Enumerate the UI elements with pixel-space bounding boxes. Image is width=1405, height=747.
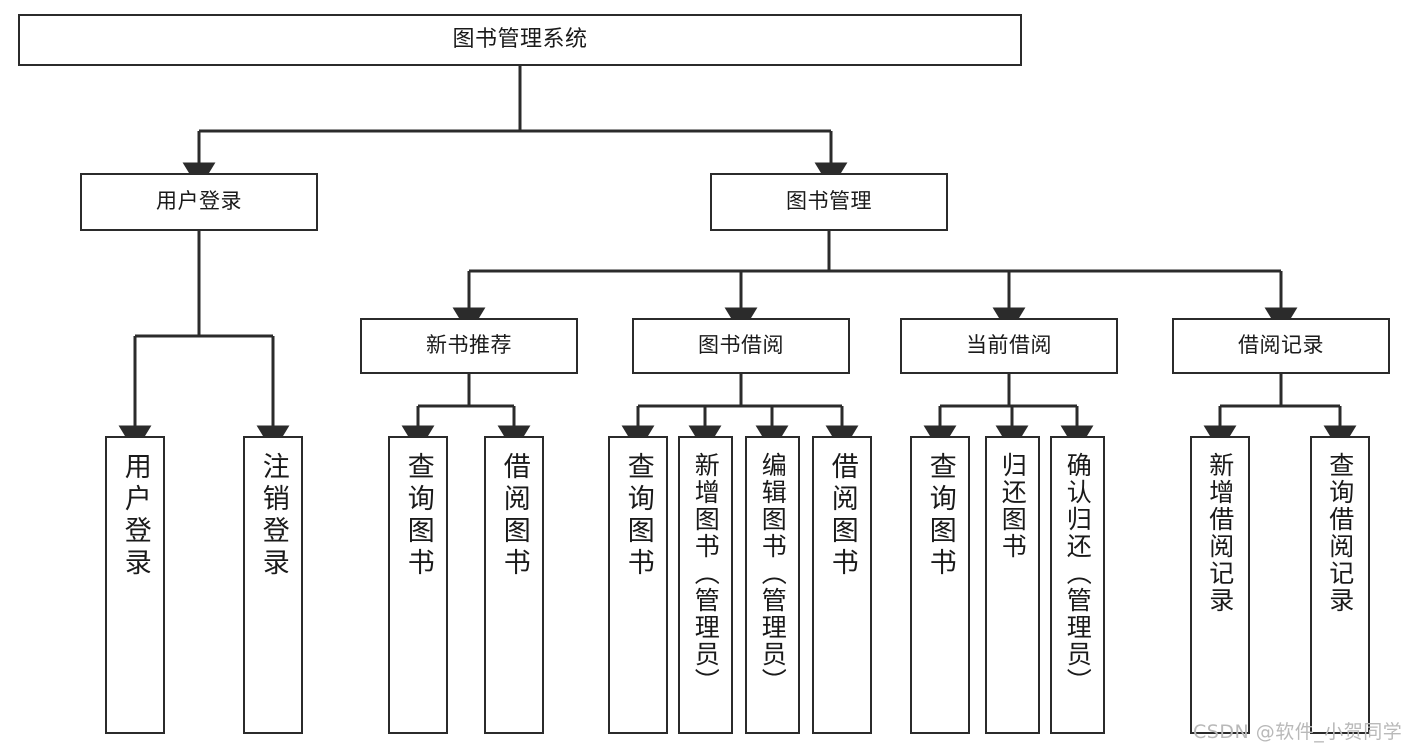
csdn-watermark: CSDN @软件_小贺同学 bbox=[1193, 721, 1403, 743]
leaf-query-borrow-record-label: 查询借阅记录 bbox=[1325, 452, 1355, 614]
leaf-query-borrow-record[interactable]: 查询借阅记录 bbox=[1310, 436, 1370, 734]
leaf-add-book-admin[interactable]: 新增图书（管理员） bbox=[678, 436, 733, 734]
leaf-user-logout-label: 注销登录 bbox=[257, 452, 289, 580]
leaf-user-login[interactable]: 用户登录 bbox=[105, 436, 165, 734]
node-current-borrow-label: 当前借阅 bbox=[966, 333, 1052, 358]
leaf-confirm-return-admin[interactable]: 确认归还（管理员） bbox=[1050, 436, 1105, 734]
node-new-book-recommend-label: 新书推荐 bbox=[426, 333, 512, 358]
node-book-borrow-label: 图书借阅 bbox=[698, 333, 784, 358]
node-current-borrow[interactable]: 当前借阅 bbox=[900, 318, 1118, 374]
leaf-user-login-label: 用户登录 bbox=[119, 452, 151, 580]
leaf-add-book-admin-label: 新增图书（管理员） bbox=[691, 452, 721, 695]
node-new-book-recommend[interactable]: 新书推荐 bbox=[360, 318, 578, 374]
node-root[interactable]: 图书管理系统 bbox=[18, 14, 1022, 66]
node-user-login-label: 用户登录 bbox=[156, 189, 242, 214]
leaf-return-book-label: 归还图书 bbox=[998, 452, 1028, 560]
leaf-user-logout[interactable]: 注销登录 bbox=[243, 436, 303, 734]
leaf-return-book[interactable]: 归还图书 bbox=[985, 436, 1040, 734]
leaf-query-book-recommend[interactable]: 查询图书 bbox=[388, 436, 448, 734]
leaf-borrow-book-borrow-label: 借阅图书 bbox=[826, 452, 858, 580]
node-user-login[interactable]: 用户登录 bbox=[80, 173, 318, 231]
leaf-query-book-borrow-label: 查询图书 bbox=[622, 452, 654, 580]
node-borrow-record-label: 借阅记录 bbox=[1238, 333, 1324, 358]
leaf-query-book-current[interactable]: 查询图书 bbox=[910, 436, 970, 734]
leaf-add-borrow-record-label: 新增借阅记录 bbox=[1205, 452, 1235, 614]
leaf-add-borrow-record[interactable]: 新增借阅记录 bbox=[1190, 436, 1250, 734]
leaf-query-book-current-label: 查询图书 bbox=[924, 452, 956, 580]
leaf-confirm-return-admin-label: 确认归还（管理员） bbox=[1063, 452, 1093, 695]
leaf-borrow-book-recommend[interactable]: 借阅图书 bbox=[484, 436, 544, 734]
node-book-management[interactable]: 图书管理 bbox=[710, 173, 948, 231]
leaf-query-book-borrow[interactable]: 查询图书 bbox=[608, 436, 668, 734]
node-book-borrow[interactable]: 图书借阅 bbox=[632, 318, 850, 374]
leaf-edit-book-admin-label: 编辑图书（管理员） bbox=[758, 452, 788, 695]
leaf-edit-book-admin[interactable]: 编辑图书（管理员） bbox=[745, 436, 800, 734]
leaf-borrow-book-borrow[interactable]: 借阅图书 bbox=[812, 436, 872, 734]
node-root-label: 图书管理系统 bbox=[452, 26, 588, 52]
node-book-management-label: 图书管理 bbox=[786, 189, 872, 214]
leaf-borrow-book-recommend-label: 借阅图书 bbox=[498, 452, 530, 580]
leaf-query-book-recommend-label: 查询图书 bbox=[402, 452, 434, 580]
node-borrow-record[interactable]: 借阅记录 bbox=[1172, 318, 1390, 374]
